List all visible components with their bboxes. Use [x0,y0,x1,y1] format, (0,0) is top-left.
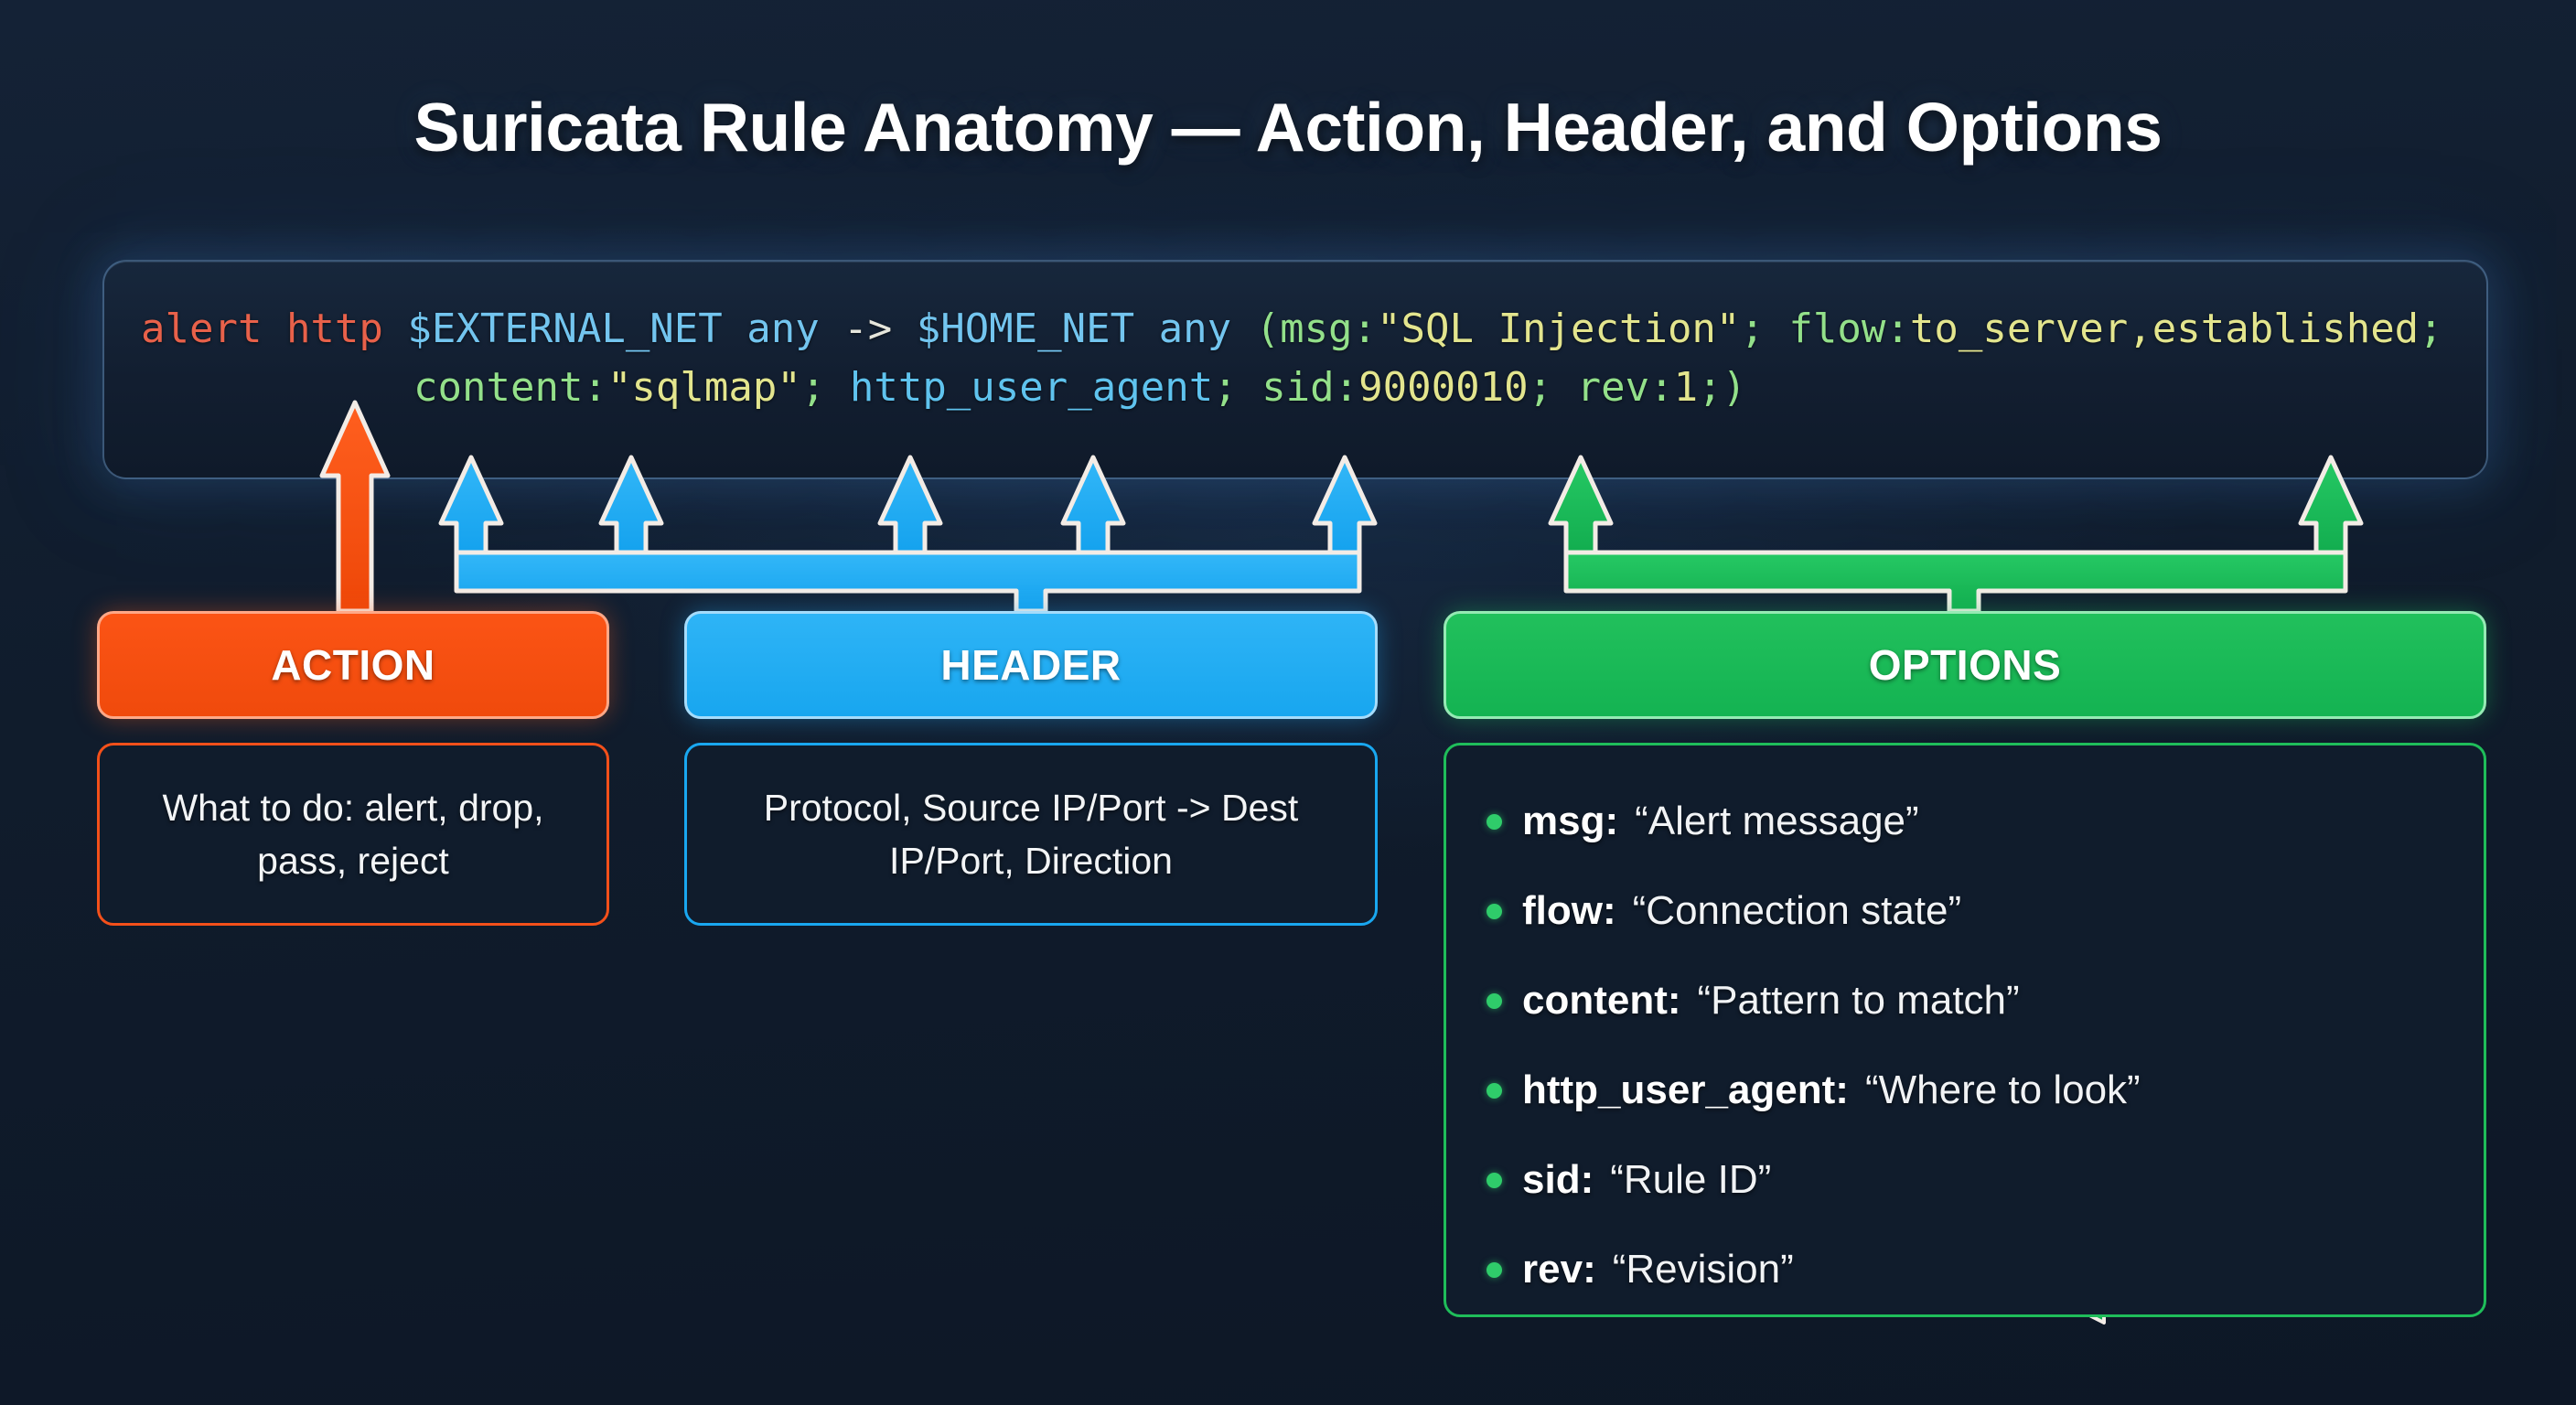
code-token-flow-key: flow [1788,306,1886,352]
option-key-sid: sid: [1522,1157,1594,1202]
code-token-buffer: http_user_agent [849,364,1214,411]
options-label-pill[interactable]: OPTIONS [1444,611,2486,719]
action-label-pill[interactable]: ACTION [97,611,609,719]
bullet-icon [1487,1172,1502,1188]
code-token-flow-value: to_server,established [1909,306,2420,352]
header-description-card: Protocol, Source IP/Port -> Dest IP/Port… [684,743,1378,926]
option-desc-http-user-agent: “Where to look” [1864,1067,2141,1112]
bullet-icon [1487,1082,1502,1099]
option-key-rev: rev: [1522,1247,1596,1292]
bullet-icon [1487,813,1502,830]
list-item: content: “Pattern to match” [1446,956,2484,1046]
code-token-close: ;) [1698,364,1747,411]
code-token-direction: -> [843,306,893,352]
connector-header [438,455,1378,614]
code-token-msg-key: msg [1280,306,1353,352]
code-token-rev-colon: : [1649,364,1674,411]
code-token-content-key: content [413,364,584,411]
options-description-card: msg: “Alert message” flow: “Connection s… [1444,743,2486,1317]
code-token-semi-4: ; [1213,364,1262,411]
list-item: msg: “Alert message” [1446,777,2484,866]
code-token-source: $EXTERNAL_NET any [407,306,844,352]
rule-code-text: alert http $EXTERNAL_NET any -> $HOME_NE… [141,300,2461,417]
option-key-msg: msg: [1522,799,1619,843]
code-token-sid-colon: : [1334,364,1359,411]
code-token-msg-colon: : [1352,306,1378,352]
option-key-http-user-agent: http_user_agent: [1522,1067,1849,1112]
option-key-flow: flow: [1522,888,1616,933]
option-key-content: content: [1522,978,1681,1023]
code-token-dest: $HOME_NET any [892,306,1256,352]
action-description-card: What to do: alert, drop, pass, reject [97,743,609,926]
code-token-flow-colon: : [1885,306,1910,352]
list-item: sid: “Rule ID” [1446,1135,2484,1225]
code-token-content-value: "sqlmap" [606,364,801,411]
bullet-icon [1487,903,1502,919]
option-desc-flow: “Connection state” [1632,888,1962,933]
list-item: rev: “Revision” [1446,1225,2484,1314]
code-token-action: alert http [141,306,408,352]
code-token-semi-5: ; [1528,364,1577,411]
code-token-semi-1: ; [1740,306,1789,352]
code-token-rev-key: rev [1576,364,1650,411]
option-desc-rev: “Revision” [1612,1247,1794,1292]
header-label-pill[interactable]: HEADER [684,611,1378,719]
page-title: Suricata Rule Anatomy — Action, Header, … [413,89,2163,166]
option-desc-msg: “Alert message” [1635,799,1919,843]
code-token-msg-value: "SQL Injection" [1377,306,1741,352]
code-token-semi-2: ; [2419,306,2443,352]
code-token-content-colon: : [583,364,607,411]
code-token-sid-key: sid [1261,364,1335,411]
list-item: http_user_agent: “Where to look” [1446,1046,2484,1135]
code-token-open-paren: ( [1255,306,1281,352]
option-desc-sid: “Rule ID” [1610,1157,1772,1202]
option-desc-content: “Pattern to match” [1697,978,2020,1023]
code-token-sid-value: 9000010 [1358,364,1529,411]
rule-code-panel: alert http $EXTERNAL_NET any -> $HOME_NE… [102,260,2488,479]
bullet-icon [1487,1261,1502,1278]
bullet-icon [1487,992,1502,1009]
list-item: flow: “Connection state” [1446,866,2484,956]
code-token-rev-value: 1 [1673,364,1699,411]
code-token-semi-3: ; [800,364,850,411]
connector-options [1548,455,2364,614]
